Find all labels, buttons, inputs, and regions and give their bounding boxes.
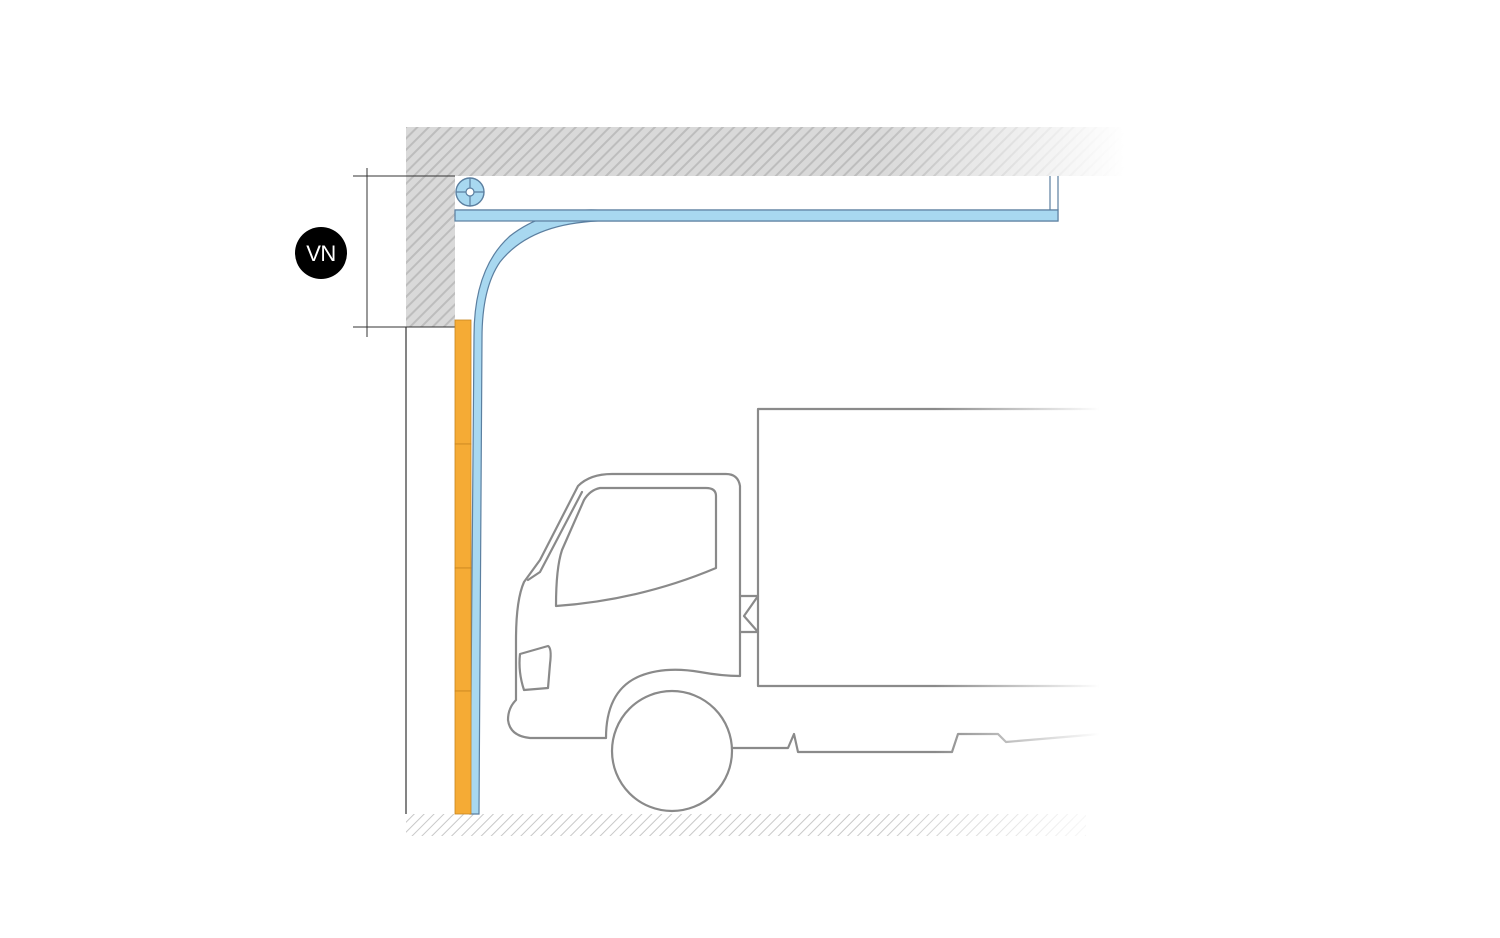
truck-cab [506, 472, 742, 740]
truck-cargo-box [756, 407, 1102, 688]
building-structure [406, 127, 1126, 176]
truck [506, 407, 1102, 813]
floor-hatch [406, 814, 1086, 836]
door-panels [454, 319, 472, 815]
truck-window [554, 486, 718, 608]
ceiling-slab [406, 127, 1126, 176]
roller-drum-hub [465, 187, 475, 197]
truck-headlight [518, 644, 552, 692]
truck-pillar [526, 490, 584, 582]
floor [406, 814, 1086, 836]
door-panel-1 [454, 319, 472, 445]
lintel-wall [406, 176, 455, 327]
dimension-badge: VN [295, 227, 347, 279]
truck-chassis [730, 732, 1102, 754]
headroom-dimension [353, 168, 455, 337]
horizontal-rail [454, 209, 1059, 222]
door-panel-2 [454, 443, 472, 569]
badge-label: VN [306, 241, 336, 266]
truck-front-wheel [610, 689, 734, 813]
door-panel-3 [454, 567, 472, 692]
door-panel-4 [454, 690, 472, 815]
badge-circle [295, 227, 347, 279]
roller-drum-icon [455, 177, 485, 207]
door-track [455, 209, 1059, 815]
truck-connector [738, 594, 760, 634]
